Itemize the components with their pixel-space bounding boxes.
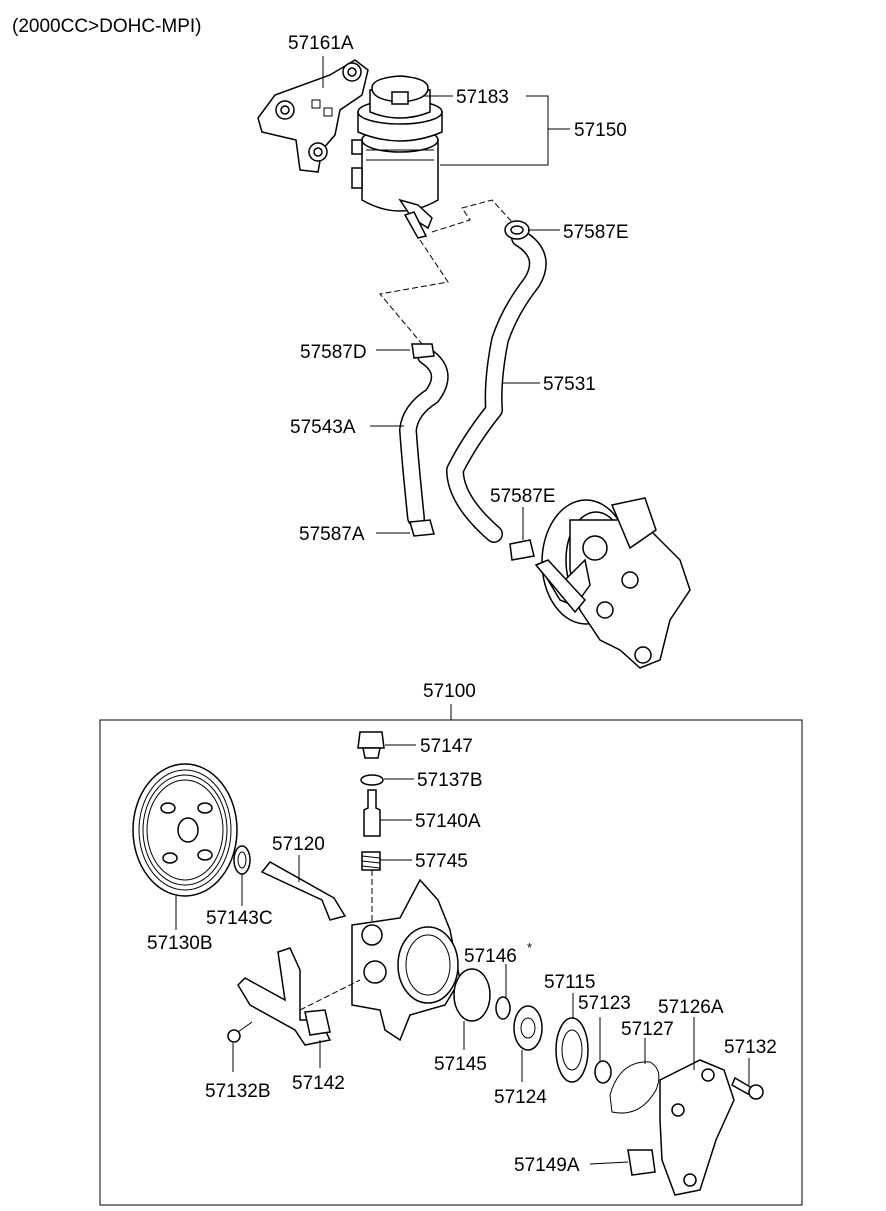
label-57745: 57745 bbox=[415, 851, 468, 872]
label-57145: 57145 bbox=[434, 1054, 487, 1075]
header-title: (2000CC>DOHC-MPI) bbox=[12, 16, 202, 37]
clamp-57587E-top bbox=[504, 220, 530, 240]
gasket-57127 bbox=[609, 1061, 660, 1114]
label-57143C: 57143C bbox=[206, 908, 273, 929]
label-57587D: 57587D bbox=[300, 342, 367, 363]
label-57183: 57183 bbox=[456, 87, 509, 108]
pump-assembly-view bbox=[534, 497, 691, 669]
label-57146-star: * bbox=[527, 940, 532, 955]
routing-line-supply bbox=[379, 239, 449, 345]
bracket-axis-line bbox=[299, 979, 361, 1011]
fitting-57147 bbox=[357, 731, 385, 759]
label-57531: 57531 bbox=[543, 374, 596, 395]
oring-57146 bbox=[495, 996, 511, 1020]
bracket-57161A bbox=[257, 59, 369, 173]
label-57132B: 57132B bbox=[205, 1081, 271, 1102]
seal-57143C bbox=[233, 845, 251, 875]
rotor-57115 bbox=[555, 1017, 589, 1083]
hose-57543A bbox=[399, 347, 449, 527]
label-57100: 57100 bbox=[423, 681, 476, 702]
oring-57123 bbox=[594, 1060, 612, 1084]
pump-body bbox=[351, 878, 461, 1042]
hose-57531 bbox=[446, 229, 547, 543]
label-57123: 57123 bbox=[578, 993, 631, 1014]
label-57140A: 57140A bbox=[415, 811, 481, 832]
label-57126A: 57126A bbox=[658, 997, 724, 1018]
spring-57745 bbox=[361, 851, 381, 871]
label-57137B: 57137B bbox=[417, 770, 483, 791]
bolt-57132B bbox=[227, 1021, 253, 1043]
label-57120: 57120 bbox=[272, 834, 325, 855]
label-57587A: 57587A bbox=[299, 524, 365, 545]
label-57587E-top: 57587E bbox=[563, 222, 629, 243]
plate-57124 bbox=[513, 1005, 543, 1051]
label-57161A: 57161A bbox=[288, 33, 354, 54]
label-57115: 57115 bbox=[544, 972, 595, 993]
oring-57137B bbox=[360, 774, 384, 786]
bolt-57132 bbox=[731, 1076, 764, 1100]
label-57587E-mid: 57587E bbox=[490, 486, 556, 507]
bushing-57149A bbox=[627, 1149, 656, 1176]
label-57132: 57132 bbox=[724, 1037, 777, 1058]
label-57127: 57127 bbox=[621, 1019, 674, 1040]
bracket-57142 bbox=[237, 947, 332, 1046]
shaft-57120 bbox=[260, 861, 347, 921]
label-57130B: 57130B bbox=[147, 933, 213, 954]
label-57124: 57124 bbox=[494, 1087, 547, 1108]
pulley-57130B bbox=[132, 763, 238, 897]
label-57142: 57142 bbox=[292, 1073, 345, 1094]
routing-line-return bbox=[431, 199, 513, 233]
label-57149A: 57149A bbox=[514, 1155, 580, 1176]
cover-57126A bbox=[659, 1059, 735, 1196]
exploded-view-frame bbox=[99, 719, 803, 1206]
label-57150: 57150 bbox=[574, 120, 627, 141]
label-57146: 57146 bbox=[464, 946, 517, 967]
label-57147: 57147 bbox=[420, 736, 473, 757]
valve-57140A bbox=[363, 789, 381, 837]
clamp-57587E-mid bbox=[509, 539, 535, 561]
label-57543A: 57543A bbox=[290, 417, 356, 438]
oring-57145 bbox=[453, 968, 491, 1022]
clamp-57587A bbox=[409, 519, 435, 537]
clamp-57587D bbox=[411, 343, 435, 359]
leader-lines bbox=[175, 56, 750, 1165]
reservoir-57150 bbox=[351, 75, 443, 239]
